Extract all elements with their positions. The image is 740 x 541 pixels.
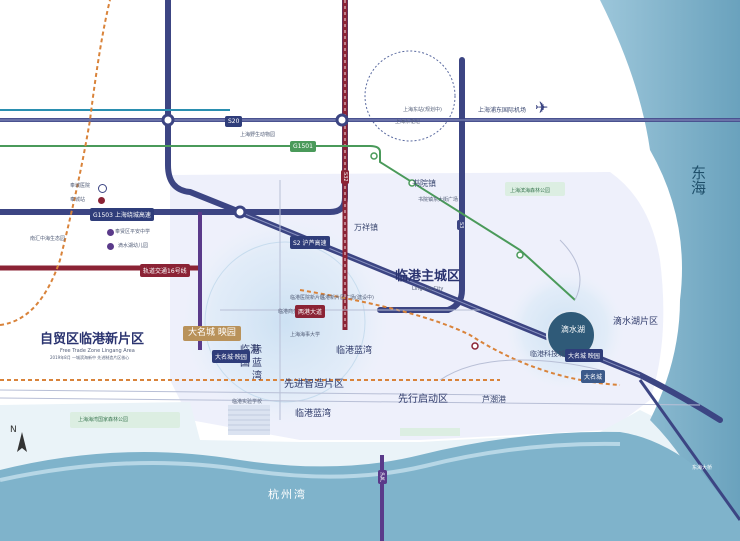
- east-station-label: 上海东站(规划中): [403, 107, 442, 113]
- g1501-badge: G1501: [290, 141, 316, 152]
- project-badge-lower[interactable]: 大名城: [581, 370, 606, 383]
- airport-label: 上海浦东国际机场: [478, 107, 527, 114]
- fengcheng-sta-label: 奉城站: [70, 197, 86, 203]
- fta-zone-sub: 2019年8月 一城滨海新中 先进制造片区核心: [50, 355, 130, 360]
- kindergarten-marker: [107, 243, 114, 250]
- east-hub-label: 上海东枢纽: [395, 119, 421, 125]
- fengxian-school-label: 奉贤区平安中学: [115, 229, 151, 235]
- lingang-hosp-label: 临港医院新片区: [290, 295, 326, 301]
- school-marker: [107, 229, 114, 236]
- lianggang-badge: 两港大道: [295, 305, 326, 318]
- airplane-icon: ✈: [535, 98, 549, 117]
- lingang-bay-lower: 临港蓝湾: [295, 409, 332, 419]
- dishui-lake-area-label: 滴水湖片区: [613, 317, 659, 327]
- main-city-label: 临港主城区: [395, 269, 461, 284]
- lingang-center-label: 临港商务中心: [278, 309, 309, 315]
- hangzhou-bay: [0, 431, 740, 541]
- project-badge-2[interactable]: 大名城·映园: [212, 350, 250, 363]
- compass: N: [10, 425, 17, 435]
- advanced-mfg-label: 先进智造片区: [284, 379, 344, 390]
- north-icon: N: [10, 425, 17, 435]
- s32-badge: S32: [341, 170, 349, 184]
- lingang-school-label: 临港实验学校: [232, 399, 263, 405]
- forest-park-north-label: 上海滨海森林公园: [510, 188, 551, 194]
- railway-badge: 轨道交通16号线: [140, 264, 190, 277]
- project-badge-dishui[interactable]: 大名城 映园: [565, 349, 603, 362]
- project-badge-main[interactable]: 大名城 映园: [183, 326, 241, 341]
- fta-zone-label: 自贸区临港新片区: [40, 332, 145, 347]
- main-city-en: Lingang City: [412, 286, 444, 292]
- wildlife-park-label: 上海野生动物园: [240, 132, 276, 138]
- wanxiang-label: 万祥镇: [354, 223, 378, 232]
- luchaogang-label: 芦潮港: [482, 395, 506, 404]
- shanghai-ocean-label: 上海海事大学: [290, 332, 321, 338]
- east-hub-circle: [364, 50, 456, 142]
- nanhui-eco-label: 南汇中海生态园: [30, 236, 66, 242]
- interchanges: [161, 113, 349, 219]
- pilot-zone-label: 先行启动区: [398, 394, 448, 405]
- forest-park-south-label: 上海海湾国家森林公园: [78, 417, 129, 423]
- dishui-lake-label: 滴水湖: [561, 325, 585, 334]
- hangzhou-bay-label: 杭州湾: [268, 488, 307, 501]
- project-name: 映园: [217, 328, 236, 338]
- char: 港: [250, 345, 260, 356]
- char: 国: [240, 358, 250, 369]
- fta-zone-en: Free Trade Zone Lingang Area: [60, 348, 135, 354]
- east-sea-label: 东海: [689, 165, 707, 195]
- station-marker: [98, 197, 105, 204]
- orange-dashed: [0, 0, 621, 386]
- s20-badge: S20: [225, 116, 243, 127]
- hospital-marker: [98, 184, 107, 193]
- green-rail: [0, 145, 576, 301]
- donghai-bridge: [638, 379, 740, 521]
- lingang-plaza-label: 临港新片区广场(建设中): [320, 295, 374, 301]
- shuyuan-label: 书院镇: [412, 179, 436, 188]
- fengxian-kg-label: 滴水湖幼儿园: [118, 243, 149, 249]
- s3-badge: S3: [457, 220, 465, 231]
- s2-badge: S2 沪芦高速: [290, 236, 330, 249]
- project-brand: 大名城: [188, 328, 216, 338]
- fengcheng-hosp-label: 奉城医院: [70, 183, 91, 189]
- east-sea: [600, 0, 740, 541]
- project-halo: [180, 217, 390, 427]
- lingang-intl-bay-col2: 际蓝湾: [252, 344, 264, 383]
- g1503-badge: G1503 上海绕城高速: [90, 208, 154, 221]
- shuyuan-sub-label: 书院镇东大街广场: [418, 197, 459, 203]
- char: 蓝: [252, 358, 262, 369]
- lingang-bay-mid: 临港蓝湾: [336, 346, 373, 356]
- donghai-bridge-label: 东海大桥: [692, 465, 713, 471]
- char: 湾: [252, 371, 262, 382]
- char: 际: [252, 345, 262, 356]
- lingang-tech-city-label: 临港科技城: [530, 350, 565, 358]
- huiyu-badge: 沪芦: [378, 470, 387, 484]
